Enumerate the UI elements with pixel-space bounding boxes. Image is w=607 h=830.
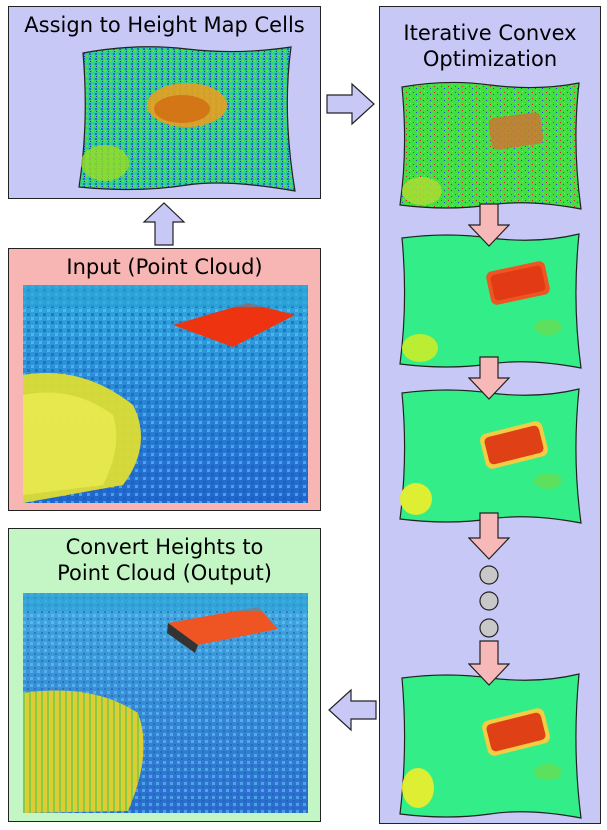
optimization-final-image	[399, 673, 582, 819]
input-point-cloud-image	[23, 285, 308, 503]
assign-title: Assign to Height Map Cells	[24, 13, 305, 37]
ellipsis-dot-icon	[479, 591, 499, 611]
optimization-step3-image	[399, 388, 582, 524]
arrow-left-icon	[328, 688, 377, 732]
output-title-line1: Convert Heights to	[65, 535, 264, 559]
optimization-panel: Iterative Convex Optimization	[379, 6, 601, 824]
optimization-title-line1: Iterative Convex	[403, 21, 577, 45]
optimization-step1-image	[399, 81, 582, 210]
optimization-step2-image	[399, 233, 582, 369]
arrow-down-icon	[468, 356, 510, 400]
output-title-line2: Point Cloud (Output)	[57, 561, 272, 585]
output-point-cloud-image	[23, 593, 308, 813]
arrow-right-icon	[326, 82, 375, 126]
assign-height-map-image	[78, 46, 296, 192]
output-panel: Convert Heights to Point Cloud (Output)	[8, 528, 321, 822]
assign-panel: Assign to Height Map Cells	[8, 6, 321, 199]
arrow-down-icon	[468, 640, 510, 686]
arrow-down-icon	[468, 512, 510, 560]
arrow-up-icon	[142, 202, 186, 246]
input-title: Input (Point Cloud)	[66, 255, 263, 279]
optimization-title-line2: Optimization	[422, 47, 558, 71]
ellipsis-dot-icon	[479, 565, 499, 585]
ellipsis-dot-icon	[479, 618, 499, 638]
arrow-down-icon	[468, 203, 510, 247]
input-panel: Input (Point Cloud)	[8, 248, 321, 511]
